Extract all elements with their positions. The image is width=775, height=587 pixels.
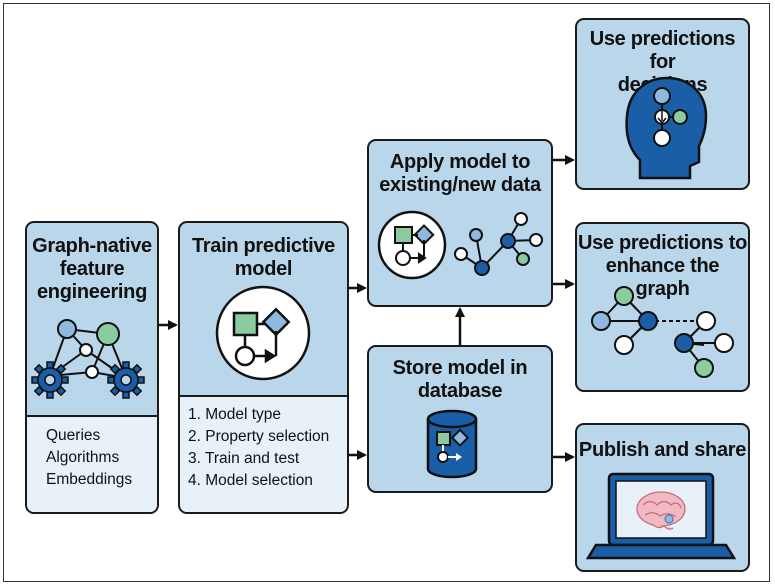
- train-title-line-2: model: [234, 258, 293, 280]
- enhance-graph-title: Use predictions to enhance the graph: [577, 232, 748, 301]
- train-title-line-1: Train predictive: [191, 235, 336, 257]
- train-model-title: Train predictive model: [180, 235, 347, 281]
- gear-icon: [31, 361, 69, 399]
- apply-title-line-1: Apply model to: [389, 151, 531, 173]
- decisions-title-line-1: Use predictions for: [589, 28, 736, 73]
- feature-engineering-title-line-1: Graph-native: [32, 235, 152, 257]
- feature-engineering-title-line-2: feature: [59, 258, 125, 280]
- enhance-graph-box: Use predictions to enhance the graph: [575, 222, 750, 392]
- apply-title-line-2: existing/new data: [379, 174, 541, 196]
- training-steps-list: 1. Model type 2. Property selection 3. T…: [180, 395, 347, 512]
- method-item: Queries: [46, 427, 101, 444]
- method-item: Embeddings: [46, 471, 133, 488]
- feature-engineering-methods: Queries Algorithms Embeddings: [27, 415, 157, 512]
- feature-engineering-box: Graph-native feature engineering Queries…: [25, 221, 159, 514]
- publish-title: Publish and share: [577, 439, 748, 462]
- predicted-link-graph-icon: [591, 286, 734, 378]
- training-step: 1. Model type: [188, 406, 282, 423]
- gear-icon: [107, 361, 145, 399]
- database-model-icon: [426, 409, 478, 479]
- enhance-title-line-1: Use predictions to: [577, 232, 748, 254]
- store-model-title: Store model in database: [369, 357, 551, 403]
- feature-engineering-title: Graph-native feature engineering: [27, 235, 157, 304]
- training-step: 4. Model selection: [188, 472, 313, 489]
- enhance-title-line-2: enhance the graph: [605, 255, 720, 300]
- head-with-graph-icon: [625, 76, 708, 180]
- train-model-box: Train predictive model 1. Model type 2. …: [178, 221, 349, 514]
- store-title-line-1: Store model in: [392, 357, 528, 379]
- training-step: 3. Train and test: [188, 450, 300, 467]
- feature-engineering-title-line-3: engineering: [36, 281, 148, 303]
- method-item: Algorithms: [46, 449, 120, 466]
- training-step: 2. Property selection: [188, 428, 330, 445]
- graph-with-gears-icon: [31, 319, 145, 399]
- store-title-line-2: database: [417, 380, 503, 402]
- model-shapes-icon: [215, 285, 311, 381]
- brain-icon: [636, 491, 686, 530]
- laptop-brain-icon: [585, 472, 737, 560]
- apply-model-title: Apply model to existing/new data: [369, 151, 551, 197]
- flow-arrows: [159, 155, 575, 462]
- model-applied-to-graph-icon: [377, 210, 543, 280]
- publish-title-line-1: Publish and share: [578, 439, 747, 461]
